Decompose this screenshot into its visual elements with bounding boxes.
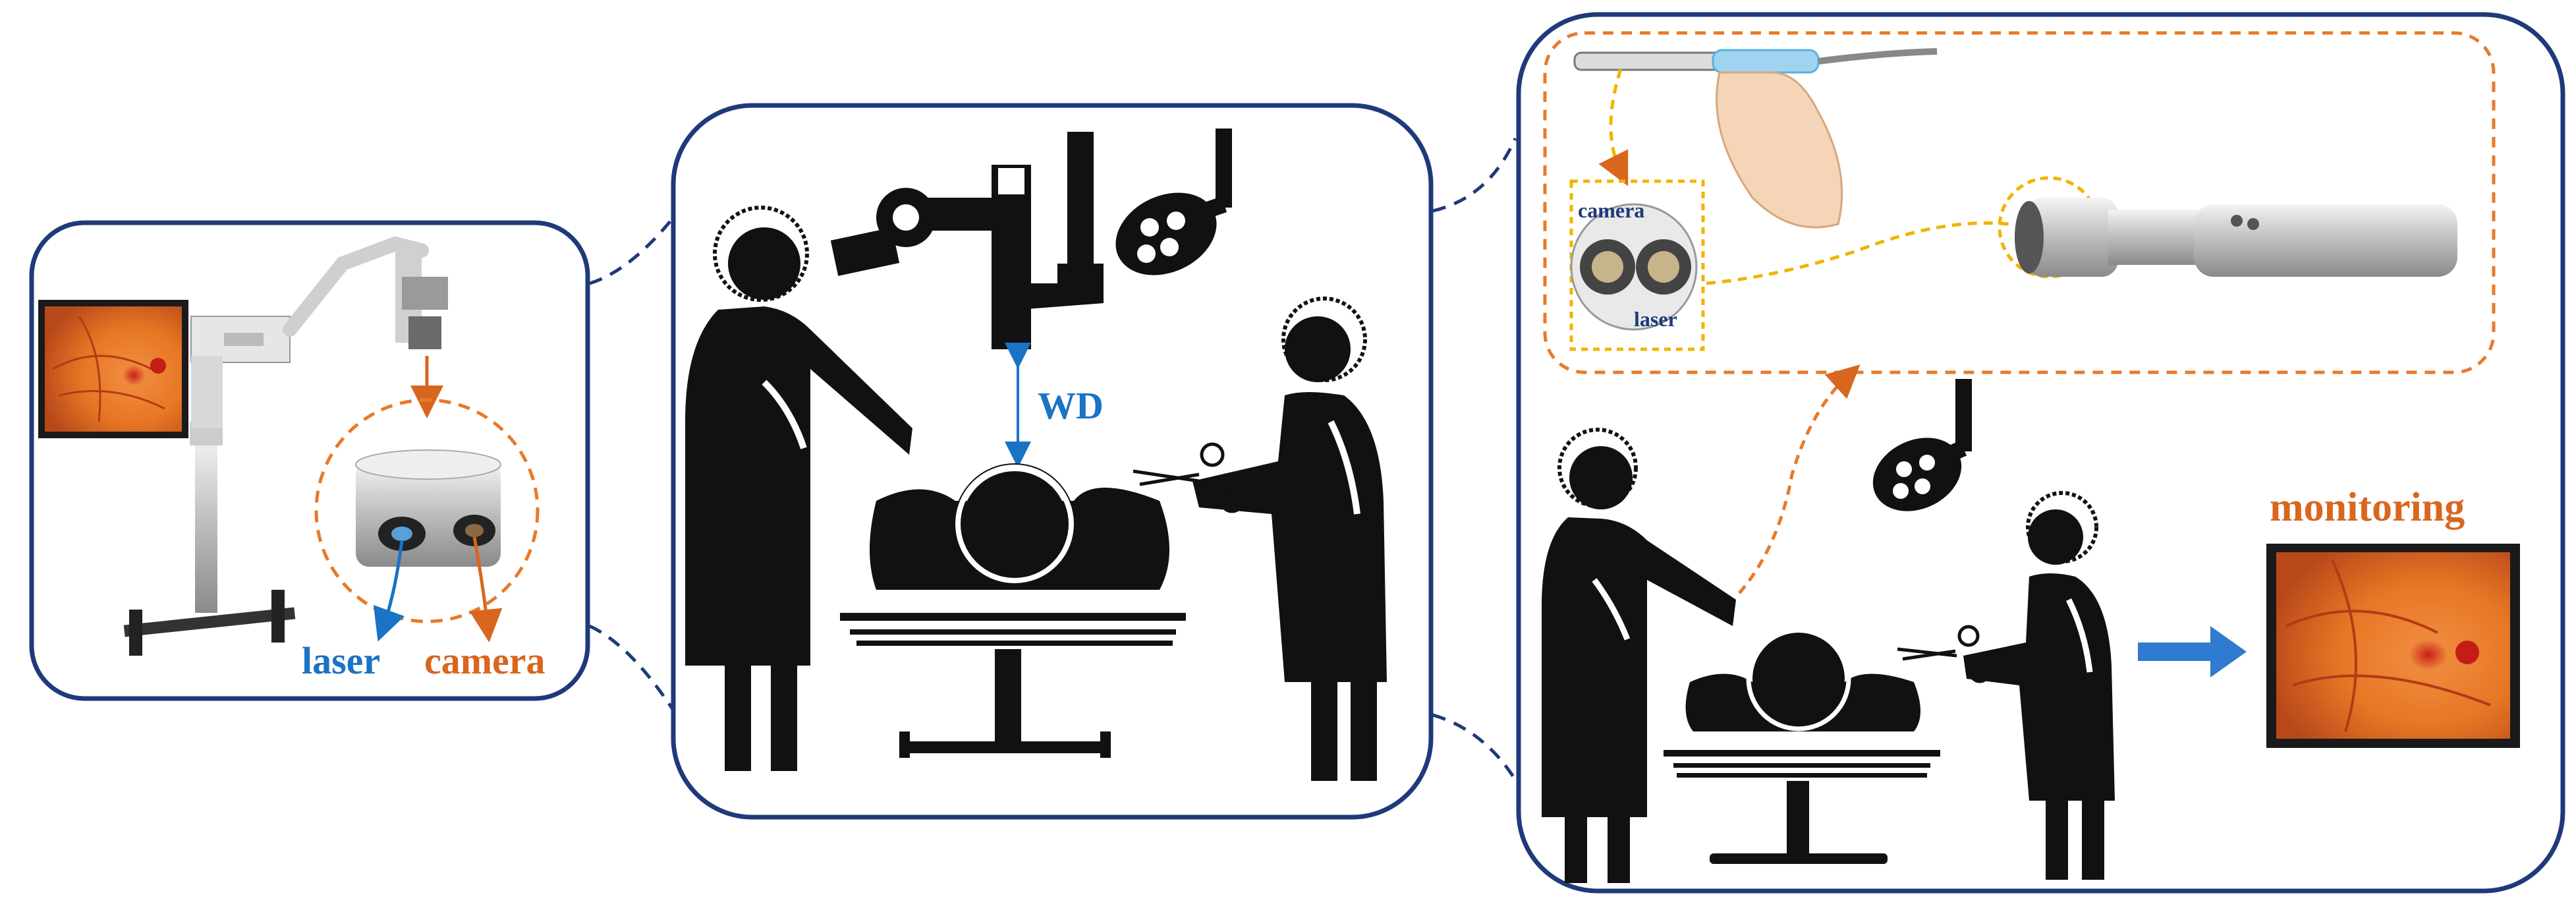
- nurse-silhouette-icon: [1192, 297, 1387, 781]
- handheld-probe-icon: [1573, 48, 1938, 229]
- wd-label: WD: [1038, 384, 1104, 427]
- retina-monitor-icon: [38, 300, 188, 438]
- surgeon-to-probe-line: [1738, 364, 1861, 594]
- surgeon-silhouette-icon: [685, 206, 912, 771]
- laser-label-left: laser: [302, 639, 380, 682]
- probe-detail-box: [1543, 31, 2496, 374]
- right-arrow-icon: [2138, 626, 2247, 677]
- monitoring-label: monitoring: [2270, 485, 2465, 530]
- camera-label-probe: camera: [1578, 198, 1644, 222]
- right-panel: camera laser: [1516, 12, 2565, 894]
- laser-label-probe: laser: [1634, 307, 1677, 331]
- surgical-lamp-icon-right: [1872, 379, 1972, 511]
- zoom-circle: [314, 398, 540, 623]
- laser-pointer-line: [373, 540, 405, 642]
- connector-top-right: [1432, 137, 1517, 213]
- scissors-icon-right: [1897, 625, 1991, 683]
- probe-tip-closeup: [355, 449, 501, 567]
- probe-tip-camera-laser-icon: [1570, 203, 1698, 331]
- camera-label-left: camera: [424, 639, 546, 682]
- nurse-silhouette-icon-right: [1963, 491, 2115, 880]
- handheld-device-icon: [1998, 176, 2457, 279]
- middle-panel: WD: [671, 103, 1434, 820]
- microscope-arm-icon: [830, 132, 1104, 349]
- patient-on-table-icon-right: [1664, 626, 1940, 864]
- surgeon-silhouette-icon-right: [1542, 428, 1736, 883]
- camera-pointer-line: [469, 536, 503, 643]
- retina-monitor-icon-right: [2266, 544, 2520, 748]
- left-panel: laser camera: [29, 220, 590, 701]
- middle-panel-border: [671, 103, 1434, 820]
- scissors-icon: [1133, 442, 1245, 513]
- connector-bottom-left: [588, 624, 681, 720]
- surgical-microscope-icon: [123, 236, 448, 656]
- connector-top-left: [589, 210, 680, 285]
- patient-on-table-icon: [840, 463, 1186, 758]
- connector-bottom-right: [1432, 713, 1524, 792]
- surgical-lamp-icon: [1115, 129, 1232, 275]
